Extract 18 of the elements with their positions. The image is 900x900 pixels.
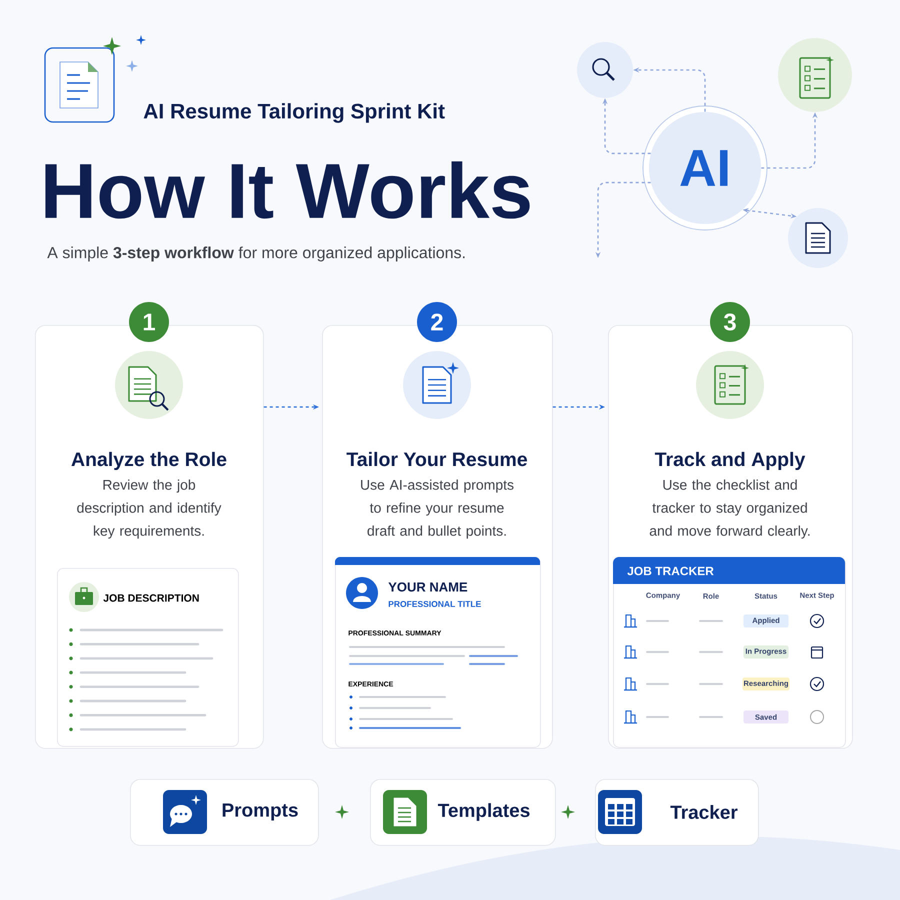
subtitle: A simple 3-step workflow for more organized applications. (47, 246, 465, 262)
step-number-badge: 2 (417, 302, 457, 342)
step-number-badge: 3 (710, 302, 750, 342)
kit-name: AI Resume Tailoring Sprint Kit (144, 103, 445, 123)
tracker-title-bar: JOB TRACKER (613, 557, 845, 584)
step-description: Use the checklist and tracker to stay organized and move forward clearly. (650, 480, 810, 539)
step-heading: Tailor Your Resume (346, 452, 527, 466)
step-heading: Track and Apply (654, 452, 806, 470)
main-title: How It Works (45, 161, 530, 219)
step-number-badge: 1 (129, 302, 169, 342)
icon-circle (778, 38, 852, 112)
step-description: Review the job description and identify key requirements. (77, 480, 222, 539)
step-heading: Analyze the Role (71, 452, 226, 470)
icon-circle (577, 42, 633, 98)
document-heading: JOB DESCRIPTION (103, 594, 199, 602)
name-heading: YOUR NAME (388, 582, 468, 592)
title-text: PROFESSIONAL TITLE (388, 601, 481, 607)
step-description: Use AI-assisted prompts to refine your resume draft and bullet points. (361, 480, 514, 539)
